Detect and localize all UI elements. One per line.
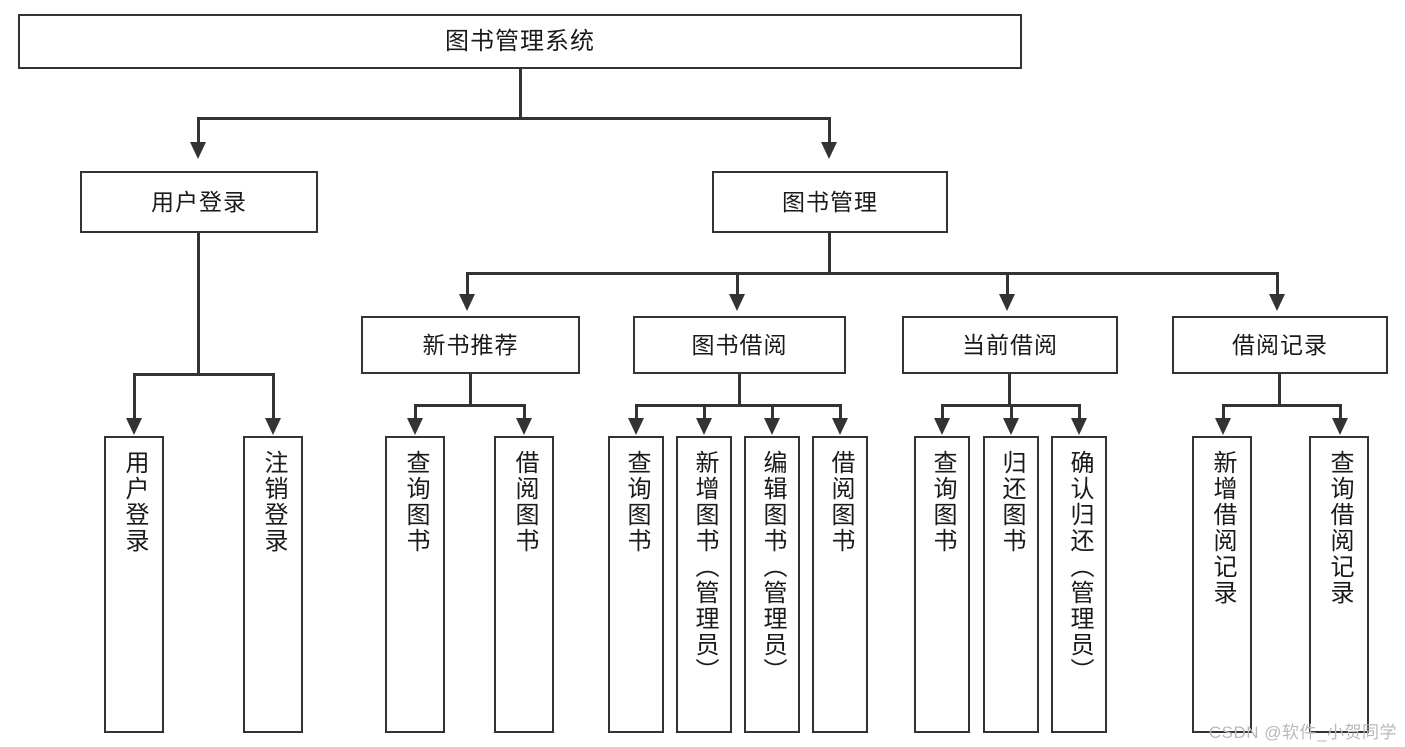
connector-root-to-book-mgmt [828,117,831,142]
leaf-br-add-record[interactable]: 新增借阅记录 [1192,436,1252,733]
connector-book-mgmt-drop-2 [736,272,739,294]
connector-borrow-record-drop-2 [1339,404,1342,418]
arrowhead-new-book-rec [459,294,475,311]
leaf-bb-add-book-admin[interactable]: 新增图书（管理员） [676,436,732,733]
leaf-logout[interactable]: 注销登录 [243,436,303,733]
connector-user-login-drop-1 [133,373,136,418]
node-label: 归还图书 [998,450,1025,554]
arrowhead-bb-leaf-3 [764,418,780,435]
node-label: 当前借阅 [962,331,1058,358]
leaf-cb-confirm-return-admin[interactable]: 确认归还（管理员） [1051,436,1107,733]
node-label: 借阅记录 [1232,331,1328,358]
arrowhead-book-mgmt [821,142,837,159]
connector-root-stem [519,69,522,118]
connector-book-mgmt-stem [828,233,831,275]
node-label: 用户登录 [151,188,247,215]
node-label: 图书借阅 [691,331,788,358]
leaf-bb-borrow-book[interactable]: 借阅图书 [812,436,868,733]
arrowhead-bb-leaf-4 [832,418,848,435]
leaf-user-login[interactable]: 用户登录 [104,436,164,733]
node-book-borrow[interactable]: 图书借阅 [633,316,846,374]
node-label: 新书推荐 [422,331,519,358]
node-user-login[interactable]: 用户登录 [80,171,318,233]
connector-book-borrow-bus [635,404,842,407]
node-label: 编辑图书（管理员） [759,450,786,684]
connector-user-login-drop-2 [272,373,275,418]
leaf-cb-return-book[interactable]: 归还图书 [983,436,1039,733]
connector-root-bus [197,117,830,120]
node-label: 图书管理 [782,188,878,215]
leaf-cb-query-book[interactable]: 查询图书 [914,436,970,733]
connector-new-book-rec-drop-2 [523,404,526,418]
connector-book-mgmt-bus [466,272,1278,275]
node-label: 图书管理系统 [445,27,595,55]
connector-root-to-user-login [197,117,200,142]
leaf-bb-query-book[interactable]: 查询图书 [608,436,664,733]
connector-user-login-bus [133,373,275,376]
arrowhead-borrow-record [1269,294,1285,311]
node-label: 查询借阅记录 [1326,450,1353,606]
node-book-management[interactable]: 图书管理 [712,171,948,233]
connector-current-borrow-drop-3 [1078,404,1081,418]
leaf-br-query-record[interactable]: 查询借阅记录 [1309,436,1369,733]
connector-borrow-record-stem [1278,374,1281,406]
connector-book-borrow-drop-2 [703,404,706,418]
arrowhead-cb-leaf-2 [1003,418,1019,435]
connector-new-book-rec-stem [469,374,472,406]
arrowhead-bb-leaf-1 [628,418,644,435]
connector-current-borrow-stem [1008,374,1011,406]
connector-book-borrow-stem [738,374,741,406]
connector-book-borrow-drop-3 [771,404,774,418]
connector-new-book-rec-drop-1 [414,404,417,418]
connector-book-mgmt-drop-1 [466,272,469,294]
csdn-watermark: CSDN @软件_小贺同学 [1208,723,1397,742]
arrowhead-book-borrow [729,294,745,311]
node-label: 新增借阅记录 [1209,450,1236,606]
arrowhead-nbr-leaf-2 [516,418,532,435]
leaf-bb-edit-book-admin[interactable]: 编辑图书（管理员） [744,436,800,733]
arrowhead-cb-leaf-3 [1071,418,1087,435]
node-label: 注销登录 [260,450,287,554]
arrowhead-nbr-leaf-1 [407,418,423,435]
connector-book-borrow-drop-4 [839,404,842,418]
arrowhead-bb-leaf-2 [696,418,712,435]
node-label: 查询图书 [402,450,429,554]
connector-borrow-record-bus [1222,404,1342,407]
leaf-nbr-query-book[interactable]: 查询图书 [385,436,445,733]
connector-book-mgmt-drop-4 [1276,272,1279,294]
node-label: 确认归还（管理员） [1066,450,1093,684]
arrowhead-br-leaf-1 [1215,418,1231,435]
connector-current-borrow-drop-2 [1010,404,1013,418]
node-label: 查询图书 [623,450,650,554]
node-label: 借阅图书 [511,450,538,554]
leaf-nbr-borrow-book[interactable]: 借阅图书 [494,436,554,733]
node-new-book-recommend[interactable]: 新书推荐 [361,316,580,374]
connector-user-login-stem [197,233,200,375]
node-root-library-management-system[interactable]: 图书管理系统 [18,14,1022,69]
connector-book-borrow-drop-1 [635,404,638,418]
node-label: 用户登录 [121,450,148,554]
arrowhead-leaf-logout [265,418,281,435]
connector-new-book-rec-bus [414,404,526,407]
node-label: 查询图书 [929,450,956,554]
arrowhead-leaf-user-login [126,418,142,435]
connector-borrow-record-drop-1 [1222,404,1225,418]
arrowhead-current-borrow [999,294,1015,311]
node-borrow-record[interactable]: 借阅记录 [1172,316,1388,374]
arrowhead-br-leaf-2 [1332,418,1348,435]
node-current-borrow[interactable]: 当前借阅 [902,316,1118,374]
arrowhead-user-login [190,142,206,159]
connector-current-borrow-drop-1 [941,404,944,418]
arrowhead-cb-leaf-1 [934,418,950,435]
node-label: 新增图书（管理员） [691,450,718,684]
connector-book-mgmt-drop-3 [1006,272,1009,294]
node-label: 借阅图书 [827,450,854,554]
